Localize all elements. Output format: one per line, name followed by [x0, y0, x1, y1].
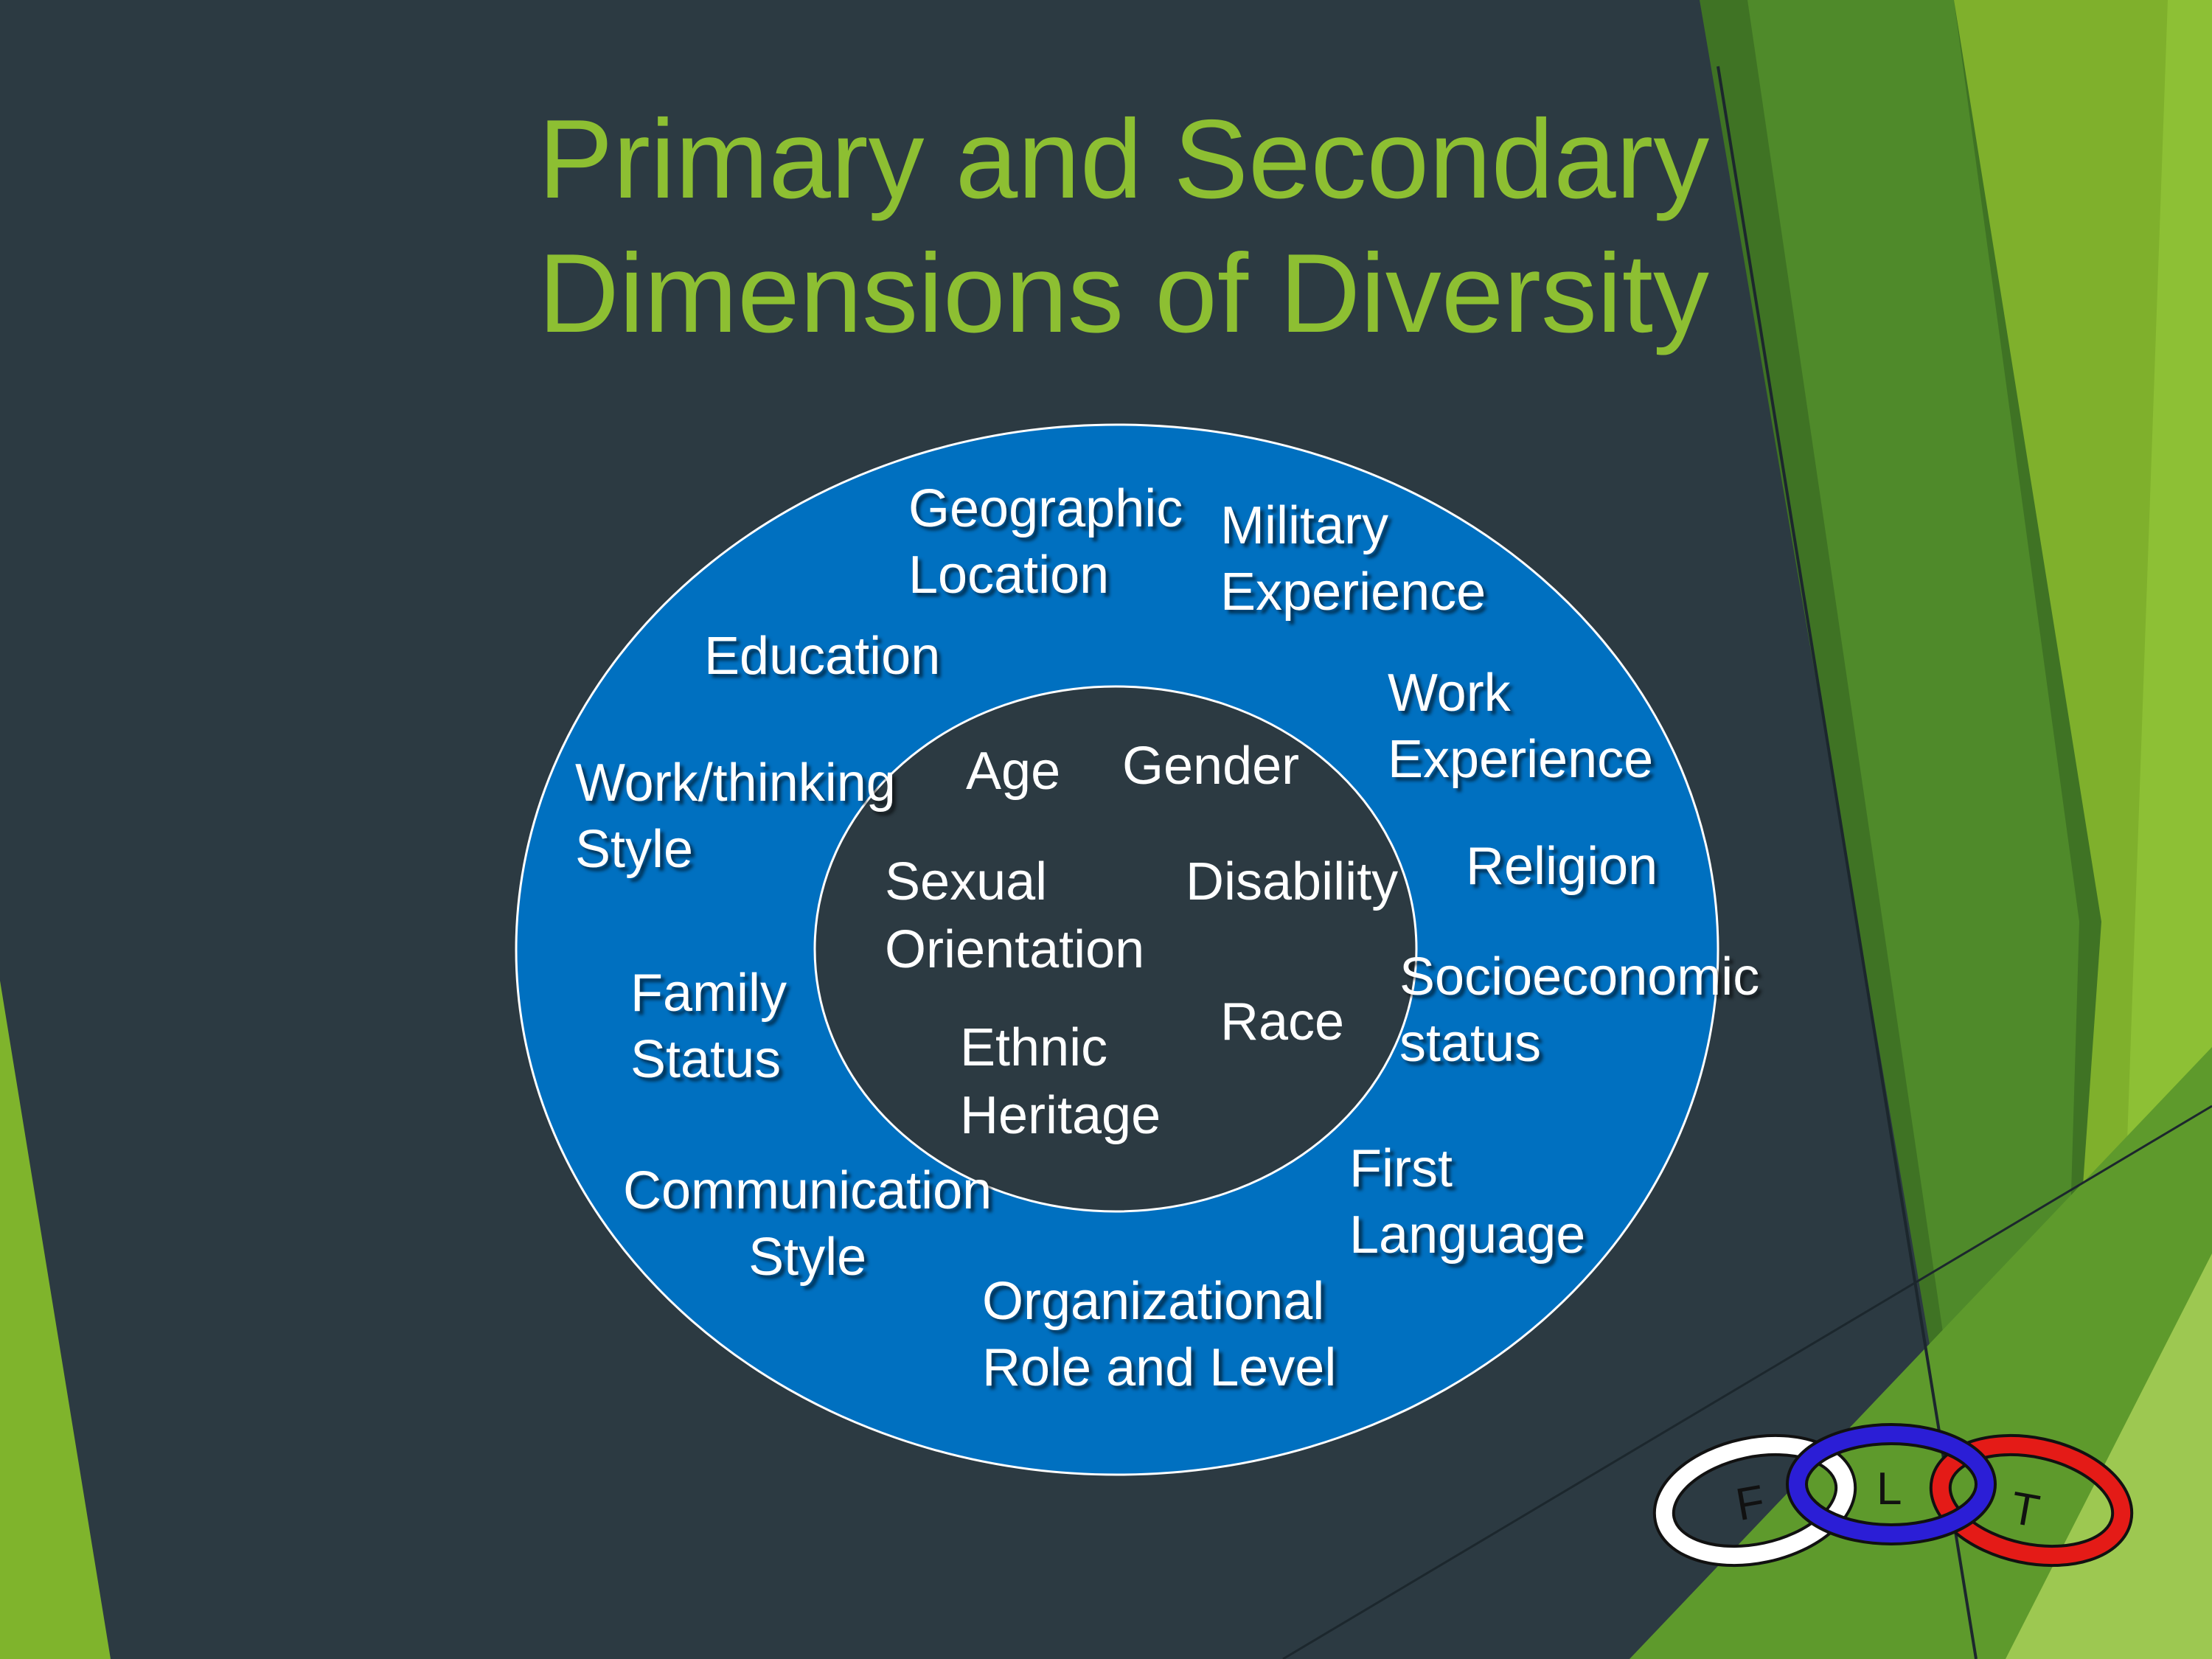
logo-ring-blue	[1786, 1423, 1997, 1545]
label-geographic-location-line2: Location	[908, 546, 1110, 605]
thin-line-1	[1717, 66, 1978, 1659]
label-socioeconomic-status-line2: status	[1399, 1014, 1542, 1073]
label-ethnic-heritage: Ethnic Heritage	[960, 1014, 1161, 1150]
right-green-band-mid	[1747, 0, 2079, 1659]
label-military-experience-line2: Experience	[1220, 563, 1486, 622]
label-gender: Gender	[1122, 737, 1300, 796]
label-sexual-orientation: Sexual Orientation	[885, 848, 1144, 984]
bottom-right-green-wedge	[1630, 1047, 2212, 1659]
thin-line-2	[1282, 1105, 2212, 1659]
left-green-wedge	[0, 981, 111, 1659]
label-work-experience-line2: Experience	[1388, 730, 1654, 789]
label-ethnic-heritage-line2: Heritage	[960, 1086, 1161, 1145]
label-socioeconomic-status: Socioeconomic status	[1399, 944, 1759, 1077]
title-line-2: Dimensions of Diversity	[538, 231, 1709, 356]
label-education: Education	[704, 627, 941, 686]
label-sexual-orientation-line1: Sexual	[885, 852, 1048, 911]
label-communication-style-line2: Style	[748, 1228, 867, 1287]
label-communication-style-line1: Communication	[623, 1161, 992, 1220]
label-work-experience: Work Experience	[1388, 660, 1653, 793]
label-work-thinking-style: Work/thinking Style	[575, 750, 896, 883]
logo-letter-l: L	[1877, 1464, 1902, 1514]
label-communication-style: Communication Style	[623, 1158, 992, 1290]
label-work-thinking-style-line2: Style	[575, 820, 694, 879]
label-age: Age	[966, 742, 1061, 801]
logo-letter-f: F	[1732, 1476, 1768, 1531]
label-military-experience: Military Experience	[1220, 493, 1486, 625]
inner-circle	[813, 685, 1418, 1213]
logo-ring-white	[1652, 1433, 1857, 1568]
label-geographic-location-line1: Geographic	[908, 479, 1183, 538]
slide-title: Primary and Secondary Dimensions of Dive…	[538, 92, 1792, 361]
label-socioeconomic-status-line1: Socioeconomic	[1399, 947, 1760, 1006]
label-work-thinking-style-line1: Work/thinking	[575, 754, 896, 813]
label-first-language-line2: Language	[1349, 1206, 1586, 1265]
label-family-status-line2: Status	[630, 1030, 782, 1089]
label-organizational-role: Organizational Role and Level	[982, 1268, 1336, 1401]
logo-ring-red	[1929, 1433, 2134, 1568]
label-geographic-location: Geographic Location	[908, 476, 1183, 608]
label-military-experience-line1: Military	[1220, 496, 1388, 555]
label-disability: Disability	[1186, 852, 1399, 911]
label-first-language-line1: First	[1349, 1139, 1453, 1198]
label-sexual-orientation-line2: Orientation	[885, 920, 1145, 979]
label-work-experience-line1: Work	[1388, 664, 1511, 723]
label-organizational-role-line2: Role and Level	[982, 1338, 1337, 1397]
label-religion: Religion	[1466, 837, 1658, 896]
label-ethnic-heritage-line1: Ethnic	[960, 1018, 1108, 1077]
label-organizational-role-line1: Organizational	[982, 1272, 1325, 1331]
label-first-language: First Language	[1349, 1135, 1585, 1268]
label-race: Race	[1220, 992, 1345, 1051]
label-family-status: Family Status	[630, 960, 787, 1093]
title-line-1: Primary and Secondary	[538, 97, 1710, 222]
label-family-status-line1: Family	[630, 964, 787, 1023]
logo-letter-t: T	[2007, 1483, 2043, 1538]
